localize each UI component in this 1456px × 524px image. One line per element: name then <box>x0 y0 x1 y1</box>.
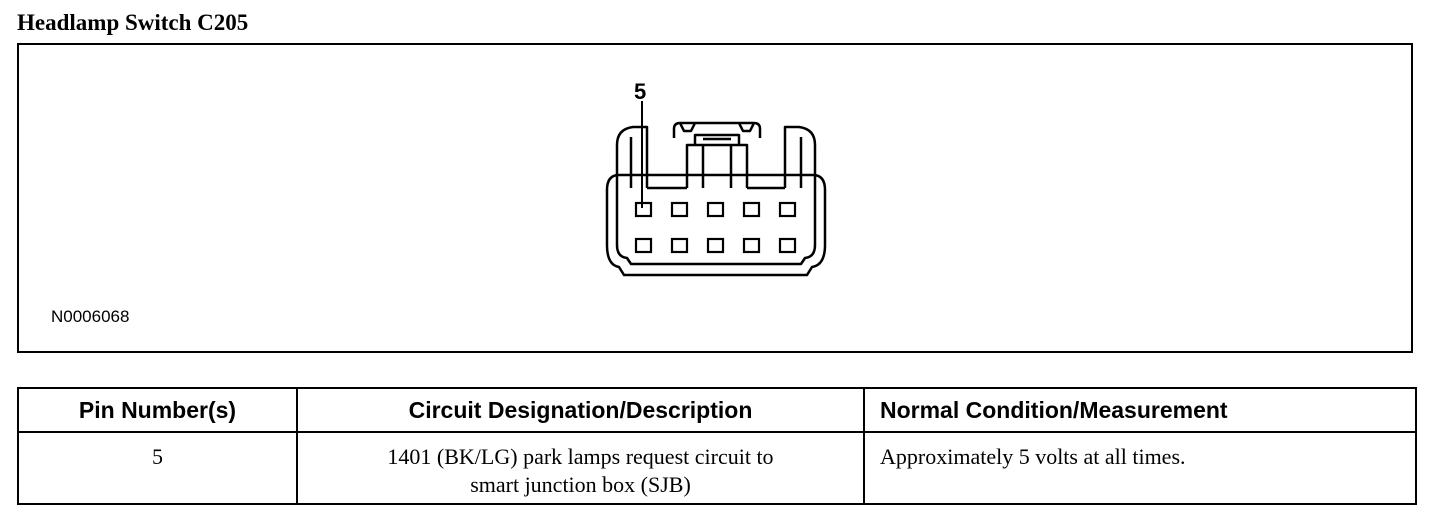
page-title: Headlamp Switch C205 <box>17 10 249 35</box>
pin-cavity <box>778 237 797 254</box>
pin-cavity <box>670 237 689 254</box>
connector-lock-tab <box>672 121 762 138</box>
connector-housing-inner <box>615 188 817 266</box>
connector-diagram-frame: 5 N0006068 <box>17 43 1413 353</box>
pin-callout-label: 5 <box>634 79 646 104</box>
pin-cavity <box>670 201 689 218</box>
cell-circuit: 1401 (BK/LG) park lamps request circuit … <box>296 431 865 505</box>
cell-condition: Approximately 5 volts at all times. <box>863 431 1417 505</box>
connector-right-tower <box>783 125 817 188</box>
pin-cavity <box>706 237 725 254</box>
connector-diagram: 5 <box>605 79 827 277</box>
cell-pin-number: 5 <box>17 431 298 505</box>
header-condition: Normal Condition/Measurement <box>863 387 1417 433</box>
pin-table: Pin Number(s) Circuit Designation/Descri… <box>17 387 1417 505</box>
pin-cavity <box>742 201 761 218</box>
cell-circuit-line1: 1401 (BK/LG) park lamps request circuit … <box>387 444 774 469</box>
pin-cavity <box>742 237 761 254</box>
connector-latch <box>685 143 749 188</box>
table-row: 5 1401 (BK/LG) park lamps request circui… <box>17 431 1417 505</box>
cell-circuit-line2: smart junction box (SJB) <box>470 472 691 497</box>
pin-cavity <box>634 201 653 218</box>
connector-left-tower <box>615 125 649 188</box>
figure-id: N0006068 <box>51 307 130 326</box>
header-circuit: Circuit Designation/Description <box>296 387 865 433</box>
pin-cavity <box>706 201 725 218</box>
header-pin-number: Pin Number(s) <box>17 387 298 433</box>
pin-cavity <box>778 201 797 218</box>
table-header-row: Pin Number(s) Circuit Designation/Descri… <box>17 387 1417 433</box>
pin-cavity <box>634 237 653 254</box>
connector-housing <box>605 173 827 277</box>
